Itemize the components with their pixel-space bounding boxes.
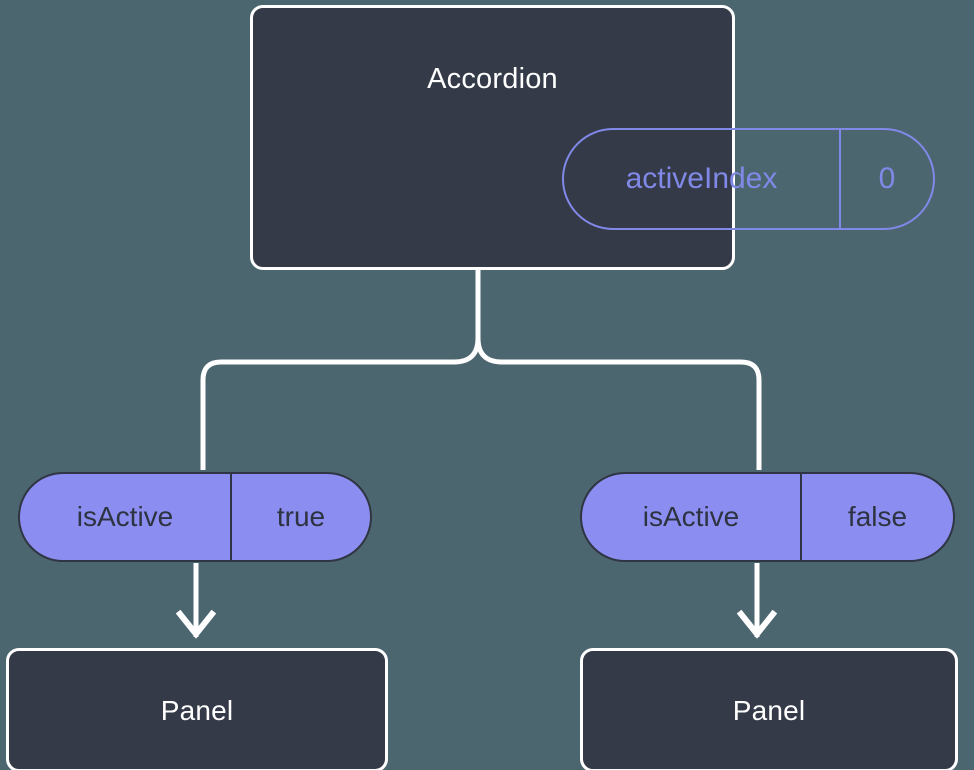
arrow-head-left-icon <box>175 609 217 639</box>
prop-key-isactive-left: isActive <box>20 474 232 560</box>
branch-left-line <box>200 337 481 470</box>
prop-key-isactive-right: isActive <box>582 474 802 560</box>
prop-value-isactive-left: true <box>276 501 326 532</box>
panel-node-right[interactable]: Panel <box>580 648 958 770</box>
accordion-state-key: activeIndex <box>564 130 841 228</box>
accordion-node-label: Accordion <box>427 63 558 95</box>
accordion-node[interactable]: Accordion activeIndex 0 <box>250 5 935 270</box>
accordion-state-badge[interactable]: activeIndex 0 <box>562 128 935 230</box>
accordion-state-value: 0 <box>878 162 896 195</box>
panel-node-left[interactable]: Panel <box>6 648 388 770</box>
panel-node-right-label: Panel <box>732 695 806 726</box>
prop-badge-isactive-false[interactable]: isActive false <box>580 472 955 562</box>
panel-node-left-label: Panel <box>160 695 234 726</box>
prop-value-isactive-right: false <box>847 501 908 532</box>
prop-badge-isactive-true[interactable]: isActive true <box>18 472 372 562</box>
branch-right-line <box>475 337 762 470</box>
arrow-head-right-icon <box>736 609 778 639</box>
